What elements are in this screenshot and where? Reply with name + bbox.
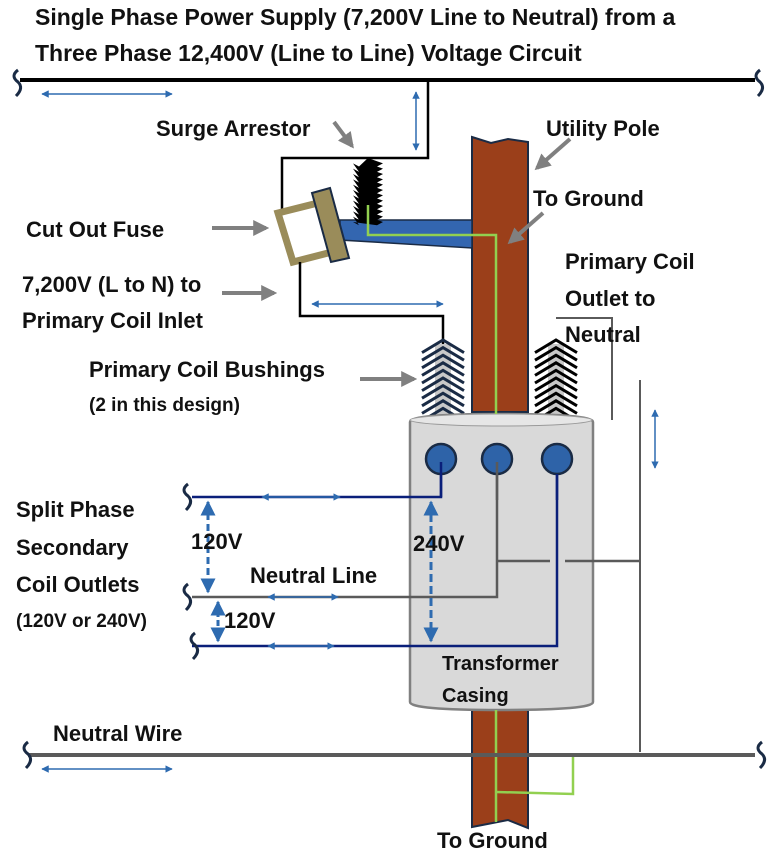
bushing-shed (534, 353, 578, 370)
label-to-ground-bottom: To Ground (437, 828, 548, 853)
bushing-shed (421, 338, 465, 354)
bushing-shed (421, 361, 465, 377)
ground-wire (366, 205, 575, 822)
label-split-phase-2: Secondary (16, 535, 129, 560)
label-primary-outlet-1: Primary Coil (565, 249, 695, 274)
label-voltage-upper: 120V (191, 529, 243, 554)
primary-line (12, 68, 765, 98)
label-utility-pole: Utility Pole (546, 116, 660, 141)
label-voltage-lower: 120V (224, 608, 276, 633)
surge-arrestor (353, 158, 383, 226)
neutral-wire (22, 740, 767, 773)
break-symbol-icon (756, 740, 767, 770)
break-symbol-icon (22, 740, 33, 770)
title-line-1: Single Phase Power Supply (7,200V Line t… (35, 4, 676, 30)
drop-wire (280, 80, 430, 215)
label-primary-outlet-3: Neutral (565, 322, 641, 347)
label-surge-arrestor: Surge Arrestor (156, 116, 311, 141)
break-symbol-icon (182, 582, 193, 612)
bushing-shed (421, 353, 465, 370)
break-symbol-icon (182, 482, 193, 512)
pointer-arrow-to-ground (507, 211, 545, 245)
bushing-shed (534, 391, 578, 408)
primary-bushing-left (421, 338, 465, 423)
label-bushings-1: Primary Coil Bushings (89, 357, 325, 382)
break-symbol-icon (12, 68, 23, 98)
bushing-shed (534, 345, 578, 362)
bushing-shed (534, 368, 578, 385)
pointer-arrows (212, 120, 572, 387)
label-primary-inlet-2: Primary Coil Inlet (22, 308, 204, 333)
label-split-phase-3: Coil Outlets (16, 572, 139, 597)
bushing-shed (421, 399, 465, 415)
label-transformer-1: Transformer (442, 653, 559, 675)
pointer-arrow-surge-arrestor (332, 120, 354, 149)
label-cut-out-fuse: Cut Out Fuse (26, 217, 164, 242)
title-line-2: Three Phase 12,400V (Line to Line) Volta… (35, 40, 582, 66)
bushing-shed (534, 338, 578, 354)
primary-outlet-neutral-wire (556, 317, 659, 752)
bushing-shed (421, 345, 465, 362)
primary-inlet-wire (298, 262, 445, 345)
pointer-arrow-utility-pole (534, 137, 572, 171)
secondary-terminal-x3 (540, 442, 574, 476)
label-neutral-line: Neutral Line (250, 563, 377, 588)
break-symbol-icon (754, 68, 765, 98)
label-to-ground-top: To Ground (533, 186, 644, 211)
label-split-phase-4: (120V or 240V) (16, 611, 147, 632)
cut-out-fuse (273, 186, 351, 267)
bushing-shed (534, 361, 578, 377)
label-voltage-total: 240V (413, 531, 465, 556)
label-bushings-2: (2 in this design) (89, 395, 240, 416)
bushing-shed (421, 383, 465, 400)
bushing-shed (534, 399, 578, 415)
label-neutral-wire: Neutral Wire (53, 721, 182, 746)
utility-pole (471, 135, 529, 830)
bushing-shed (421, 391, 465, 408)
primary-bushing-right (534, 338, 578, 423)
bushing-shed (421, 368, 465, 385)
label-primary-outlet-2: Outlet to (565, 286, 655, 311)
break-symbol-icon (189, 631, 200, 661)
bushing-shed (534, 376, 578, 392)
label-transformer-2: Casing (442, 685, 509, 707)
bushing-shed (421, 376, 465, 392)
bushing-shed (534, 383, 578, 400)
label-split-phase-1: Split Phase (16, 497, 135, 522)
label-primary-inlet-1: 7,200V (L to N) to (22, 272, 201, 297)
